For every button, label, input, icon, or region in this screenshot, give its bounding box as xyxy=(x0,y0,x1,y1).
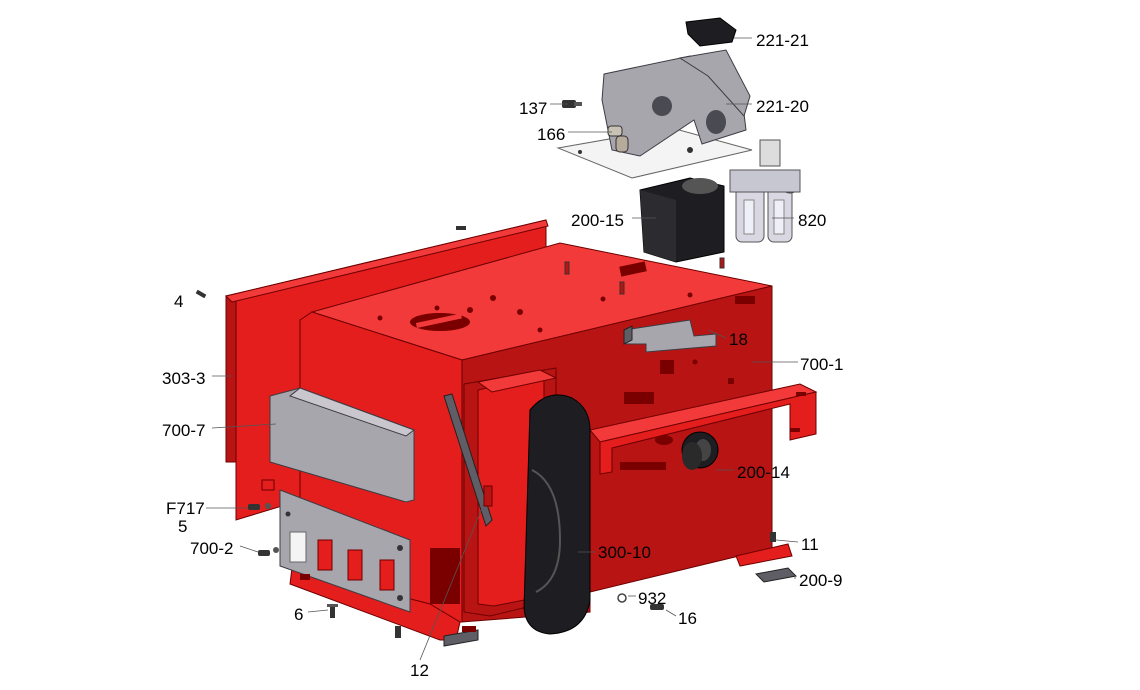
label-11: 11 xyxy=(801,535,819,554)
label-200-15: 200-15 xyxy=(571,211,624,230)
frame-rail xyxy=(589,383,818,475)
hardware xyxy=(195,226,776,638)
label-820: 820 xyxy=(798,211,826,230)
label-16: 16 xyxy=(678,609,697,628)
cover-700-7[interactable] xyxy=(261,387,416,503)
bracket-18[interactable] xyxy=(623,319,717,353)
filter-regulator-820[interactable] xyxy=(729,139,801,243)
lever-12[interactable] xyxy=(443,393,493,527)
cap-221-21[interactable] xyxy=(685,17,737,47)
label-166: 166 xyxy=(537,125,565,144)
pedal-300-10[interactable] xyxy=(523,394,591,635)
label-700-2: 700-2 xyxy=(190,539,233,558)
label-221-21: 221-21 xyxy=(756,31,809,50)
label-700-1: 700-1 xyxy=(800,355,843,374)
label-932: 932 xyxy=(638,589,666,608)
label-303-3: 303-3 xyxy=(162,369,205,388)
bracket-221-20[interactable] xyxy=(556,49,753,179)
label-4: 4 xyxy=(174,292,183,311)
pad-200-9[interactable] xyxy=(754,567,798,583)
label-300-10: 300-10 xyxy=(598,543,651,562)
leader-lines xyxy=(206,37,799,661)
block-200-15[interactable] xyxy=(639,177,725,263)
nut-166[interactable] xyxy=(607,125,623,137)
label-12: 12 xyxy=(410,661,429,680)
label-137: 137 xyxy=(519,99,547,118)
screw-137[interactable] xyxy=(562,100,582,108)
label-221-20: 221-20 xyxy=(756,97,809,116)
label-200-14: 200-14 xyxy=(737,463,790,482)
plate-700-2[interactable] xyxy=(279,489,411,613)
base-feet xyxy=(289,543,793,647)
label-18: 18 xyxy=(729,330,748,349)
callout-labels: 221-21 221-20 137 166 200-15 820 4 18 70… xyxy=(162,31,843,680)
roller-200-14[interactable] xyxy=(681,431,719,470)
label-5: 5 xyxy=(178,517,187,536)
label-700-7: 700-7 xyxy=(162,421,205,440)
label-F717: F717 xyxy=(166,499,205,518)
label-200-9: 200-9 xyxy=(799,571,842,590)
label-6: 6 xyxy=(294,605,303,624)
